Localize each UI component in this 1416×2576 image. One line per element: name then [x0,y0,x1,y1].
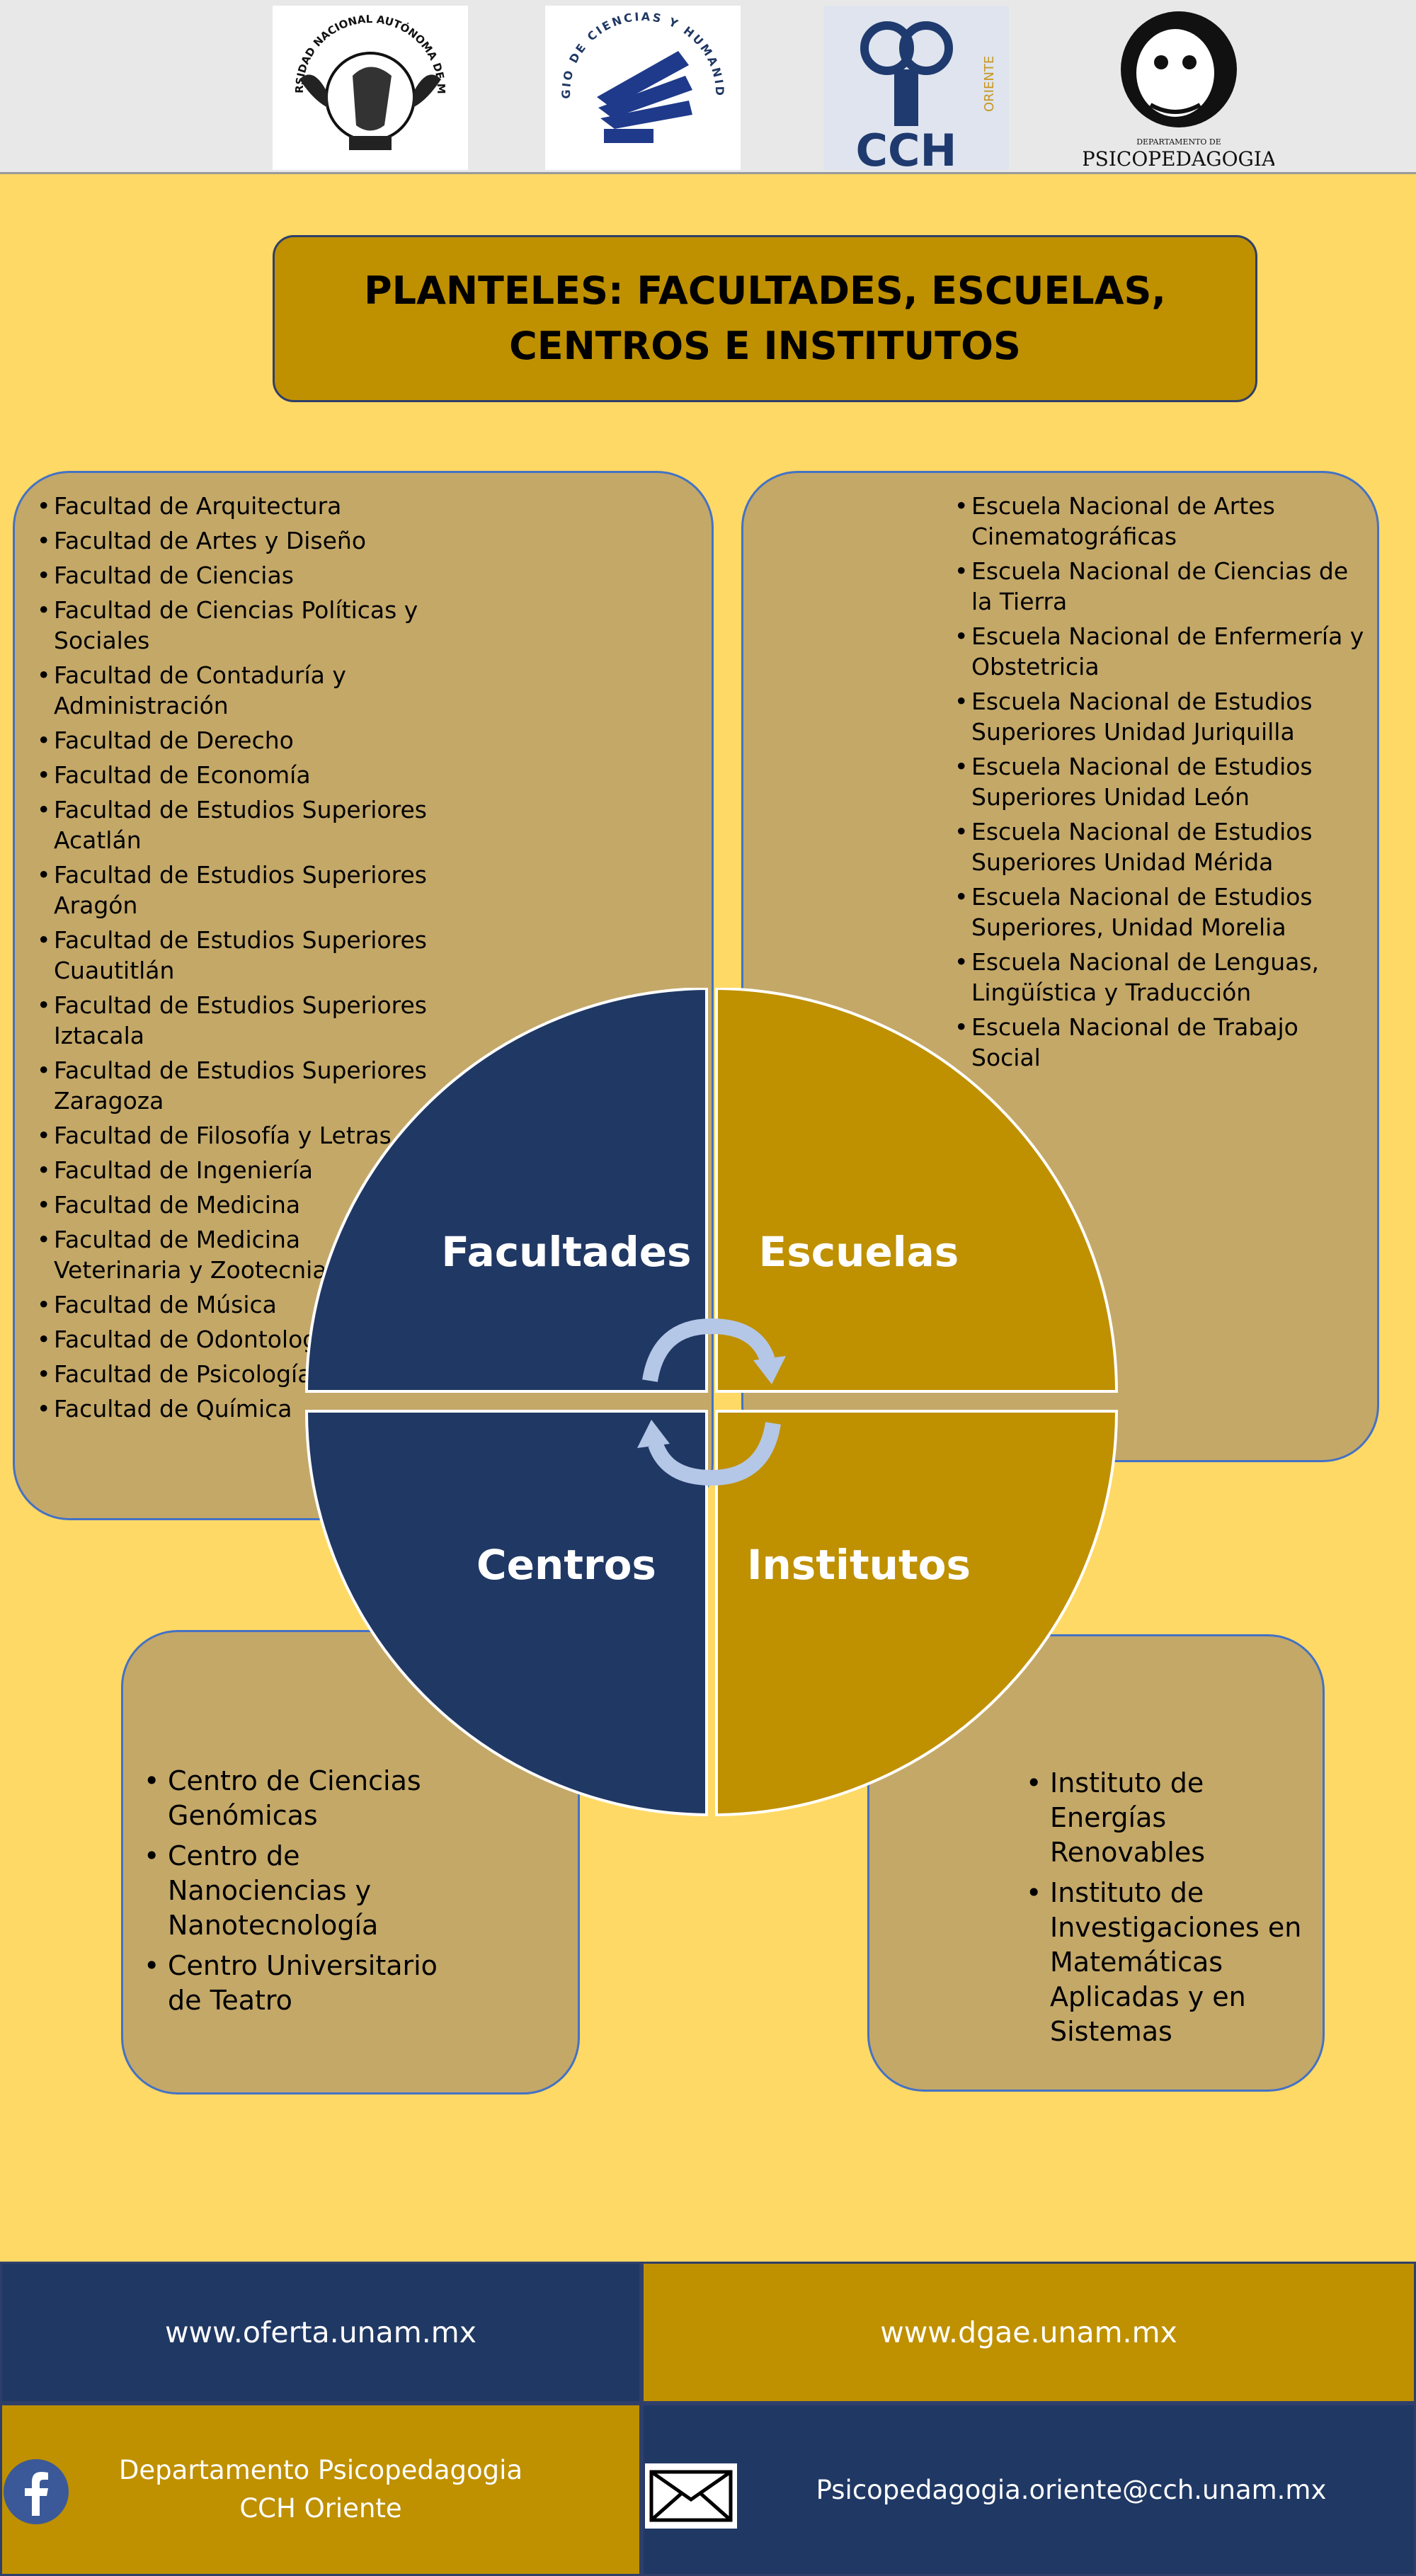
list-item: Facultad de Artes y Diseño [37,525,433,556]
list-item: Facultad de Contaduría y Administración [37,660,433,721]
list-item: Escuela Nacional de Estudios Superiores … [954,751,1365,812]
svg-text:CCH: CCH [856,125,957,170]
list-item: Facultad de Ciencias [37,560,433,591]
list-item: Facultad de Psicología [37,1359,433,1389]
list-item: Escuela Nacional de Estudios Superiores,… [954,882,1365,942]
list-item: Facultad de Filosofía y Letras [37,1120,433,1151]
list-item: Facultad de Música [37,1289,433,1320]
list-item: Facultad de Medicina Veterinaria y Zoote… [37,1224,433,1285]
quadrant-label-centros: Centros [476,1541,656,1589]
list-item: Facultad de Estudios Superiores Acatlán [37,794,433,855]
list-item: Escuela Nacional de Artes Cinematográfic… [954,491,1365,552]
facebook-department-link[interactable]: Departamento Psicopedagogia CCH Oriente [0,2403,641,2576]
cch-oriente-logo-icon: CCH ORIENTE [823,6,1009,170]
quadrant-label-escuelas: Escuelas [759,1228,959,1276]
list-item: Escuela Nacional de Lenguas, Lingüística… [954,947,1365,1008]
page-title: PLANTELES: FACULTADES, ESCUELAS, CENTROS… [364,268,1166,368]
list-item: Facultad de Ciencias Políticas y Sociale… [37,595,433,656]
list-item: Escuela Nacional de Enfermería y Obstetr… [954,621,1365,682]
institutos-list: Instituto de Energías Renovables Institu… [1026,1766,1323,2055]
department-line-1: Departamento Psicopedagogia [118,2455,523,2485]
list-item: Facultad de Derecho [37,725,433,756]
unam-seal-icon: UNIVERSIDAD NACIONAL AUTÓNOMA DE MÉXICO [273,6,468,170]
facultades-list: Facultad de Arquitectura Facultad de Art… [37,491,433,1428]
quadrant-escuelas [715,988,1119,1393]
list-item: Facultad de Medicina [37,1190,433,1220]
quadrant-institutos [715,1410,1119,1817]
escuelas-list: Escuela Nacional de Artes Cinematográfic… [954,491,1365,1077]
facebook-icon[interactable] [2,2458,70,2526]
quadrant-label-institutos: Institutos [747,1541,971,1589]
list-item: Facultad de Estudios Superiores Zaragoza [37,1055,433,1116]
list-item: Centro de Nanociencias y Nanotecnología [144,1839,441,1943]
department-name: Departamento Psicopedagogia CCH Oriente [119,2451,523,2528]
svg-text:DEPARTAMENTO DE: DEPARTAMENTO DE [1136,137,1221,147]
list-item: Centro de Ciencias Genómicas [144,1764,441,1833]
oferta-link[interactable]: www.oferta.unam.mx [0,2262,641,2403]
department-line-2: CCH Oriente [239,2493,402,2524]
svg-text:ORIENTE: ORIENTE [982,56,997,112]
list-item: Facultad de Estudios Superiores Cuautitl… [37,925,433,986]
list-item: Instituto de Investigaciones en Matemáti… [1026,1876,1323,2049]
envelope-icon[interactable] [645,2463,737,2529]
quadrant-centros [304,1410,708,1817]
quadrant-facultades [304,988,708,1393]
list-item: Escuela Nacional de Ciencias de la Tierr… [954,556,1365,617]
quadrant-label-facultades: Facultades [441,1228,691,1276]
cch-book-logo-icon: COLEGIO DE CIENCIAS Y HUMANIDADES [545,6,741,170]
list-item: Facultad de Odontología [37,1324,433,1355]
email-contact[interactable]: Psicopedagogia.oriente@cch.unam.mx [641,2403,1416,2576]
list-item: Escuela Nacional de Estudios Superiores … [954,816,1365,877]
list-item: Facultad de Estudios Superiores Iztacala [37,990,433,1051]
header-logo-bar: UNIVERSIDAD NACIONAL AUTÓNOMA DE MÉXICO … [0,0,1416,174]
list-item: Escuela Nacional de Estudios Superiores … [954,686,1365,747]
psicopedagogia-logo-icon: DEPARTAMENTO DE PSICOPEDAGOGIA [1083,6,1274,170]
list-item: Facultad de Química [37,1394,433,1424]
list-item: Facultad de Estudios Superiores Aragón [37,860,433,921]
cycle-diagram: Facultades Escuelas Centros Institutos [304,988,1119,1817]
dgae-link[interactable]: www.dgae.unam.mx [641,2262,1416,2403]
email-address[interactable]: Psicopedagogia.oriente@cch.unam.mx [816,2474,1327,2505]
cycle-arrows-icon [637,1318,786,1486]
title-banner: PLANTELES: FACULTADES, ESCUELAS, CENTROS… [273,235,1257,402]
list-item: Facultad de Economía [37,760,433,790]
list-item: Facultad de Arquitectura [37,491,433,521]
svg-text:PSICOPEDAGOGIA: PSICOPEDAGOGIA [1083,147,1274,170]
centros-list: Centro de Ciencias Genómicas Centro de N… [144,1764,441,2024]
list-item: Facultad de Ingeniería [37,1155,433,1185]
list-item: Centro Universitario de Teatro [144,1949,441,2018]
list-item: Instituto de Energías Renovables [1026,1766,1323,1870]
list-item: Escuela Nacional de Trabajo Social [954,1012,1365,1073]
